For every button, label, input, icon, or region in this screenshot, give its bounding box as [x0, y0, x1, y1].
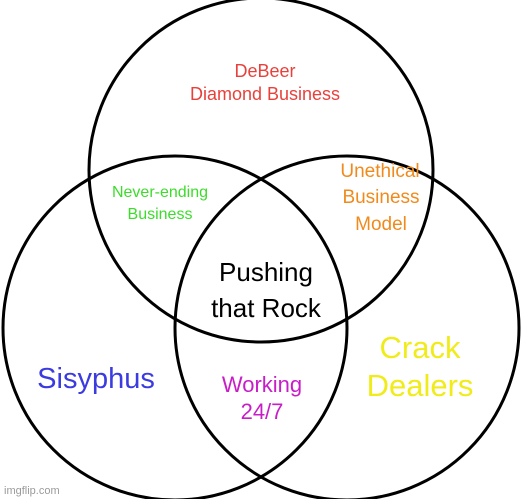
- left-circle: [1, 154, 349, 499]
- right-circle: [173, 154, 521, 499]
- label-bottom-line2: 24/7: [241, 399, 284, 424]
- label-center-line1: Pushing: [219, 257, 313, 287]
- label-left: Sisyphus: [37, 363, 155, 395]
- label-right-line1: Crack: [380, 330, 461, 365]
- label-center-line2: that Rock: [211, 293, 322, 323]
- label-right-top-line2: Business: [342, 187, 419, 208]
- top-circle: [87, 0, 435, 344]
- label-right-top-line3: Model: [355, 214, 407, 235]
- label-right-line2: Dealers: [367, 368, 474, 403]
- label-top-line2: Diamond Business: [190, 84, 340, 104]
- label-left-top-line1: Never-ending: [112, 184, 208, 201]
- label-right-top-line1: Unethical: [340, 161, 419, 182]
- label-left-top-line2: Business: [128, 206, 193, 223]
- label-top-line1: DeBeer: [234, 61, 295, 81]
- label-bottom-line1: Working: [222, 372, 302, 397]
- watermark: imgflip.com: [4, 485, 60, 497]
